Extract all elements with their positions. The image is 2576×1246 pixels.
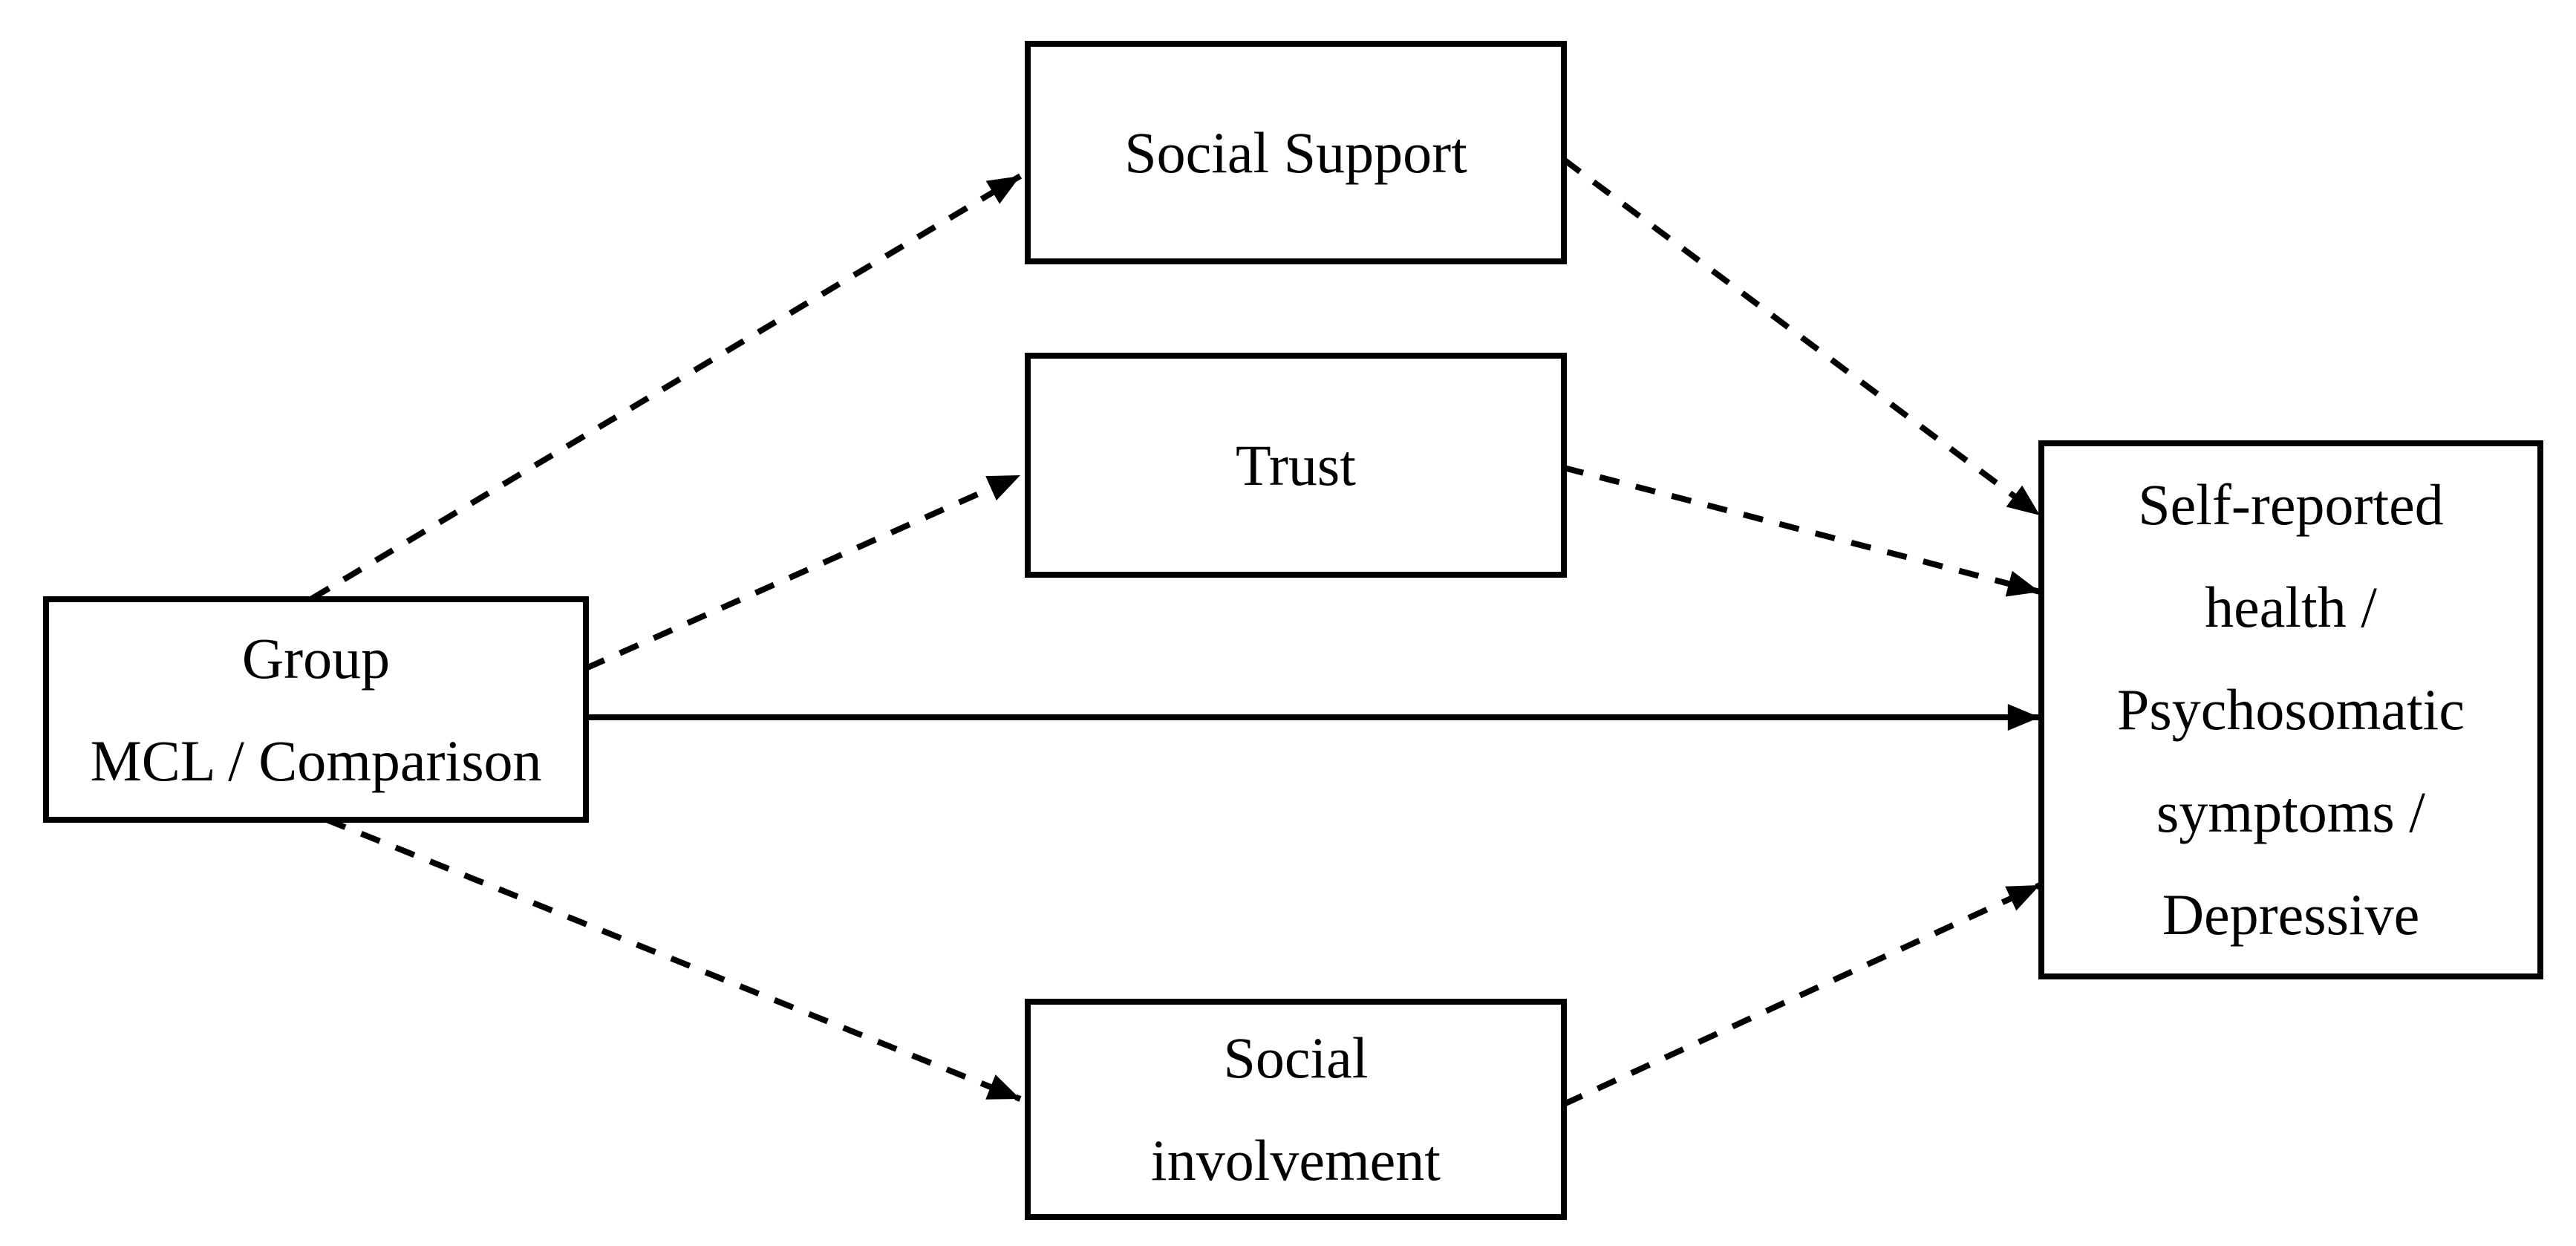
node-social-support-label: Social Support [1124,120,1467,185]
arrow-social-support-to-outcome [1562,157,2042,518]
node-group-label-line-2: MCL / Comparison [90,728,542,793]
arrow-group-to-social-support [310,173,1023,601]
arrow-trust-to-outcome [1562,465,2041,597]
node-social-support: Social Support [1025,41,1567,264]
node-outcome-label-line-4: symptoms / [2156,780,2425,844]
arrow-group-to-trust [584,472,1022,671]
arrow-group-to-social-involvement [325,817,1022,1102]
node-outcome-label-line-3: Psychosomatic [2117,677,2465,742]
node-outcome-label-line-1: Self-reported [2138,472,2444,537]
node-social-involvement-label-line-2: involvement [1151,1128,1441,1193]
node-social-involvement: Social involvement [1025,999,1567,1220]
node-outcome-label-line-5: Depressive [2162,882,2420,947]
arrow-social-involvement-to-outcome [1562,882,2041,1107]
node-trust-label: Trust [1236,432,1356,498]
node-trust: Trust [1025,353,1567,578]
node-social-involvement-label-line-1: Social [1223,1025,1369,1090]
node-group-label-line-1: Group [241,625,391,691]
node-outcome: Self-reported health / Psychosomatic sym… [2038,440,2543,979]
node-group: Group MCL / Comparison [43,596,589,823]
node-outcome-label-line-2: health / [2205,575,2377,639]
